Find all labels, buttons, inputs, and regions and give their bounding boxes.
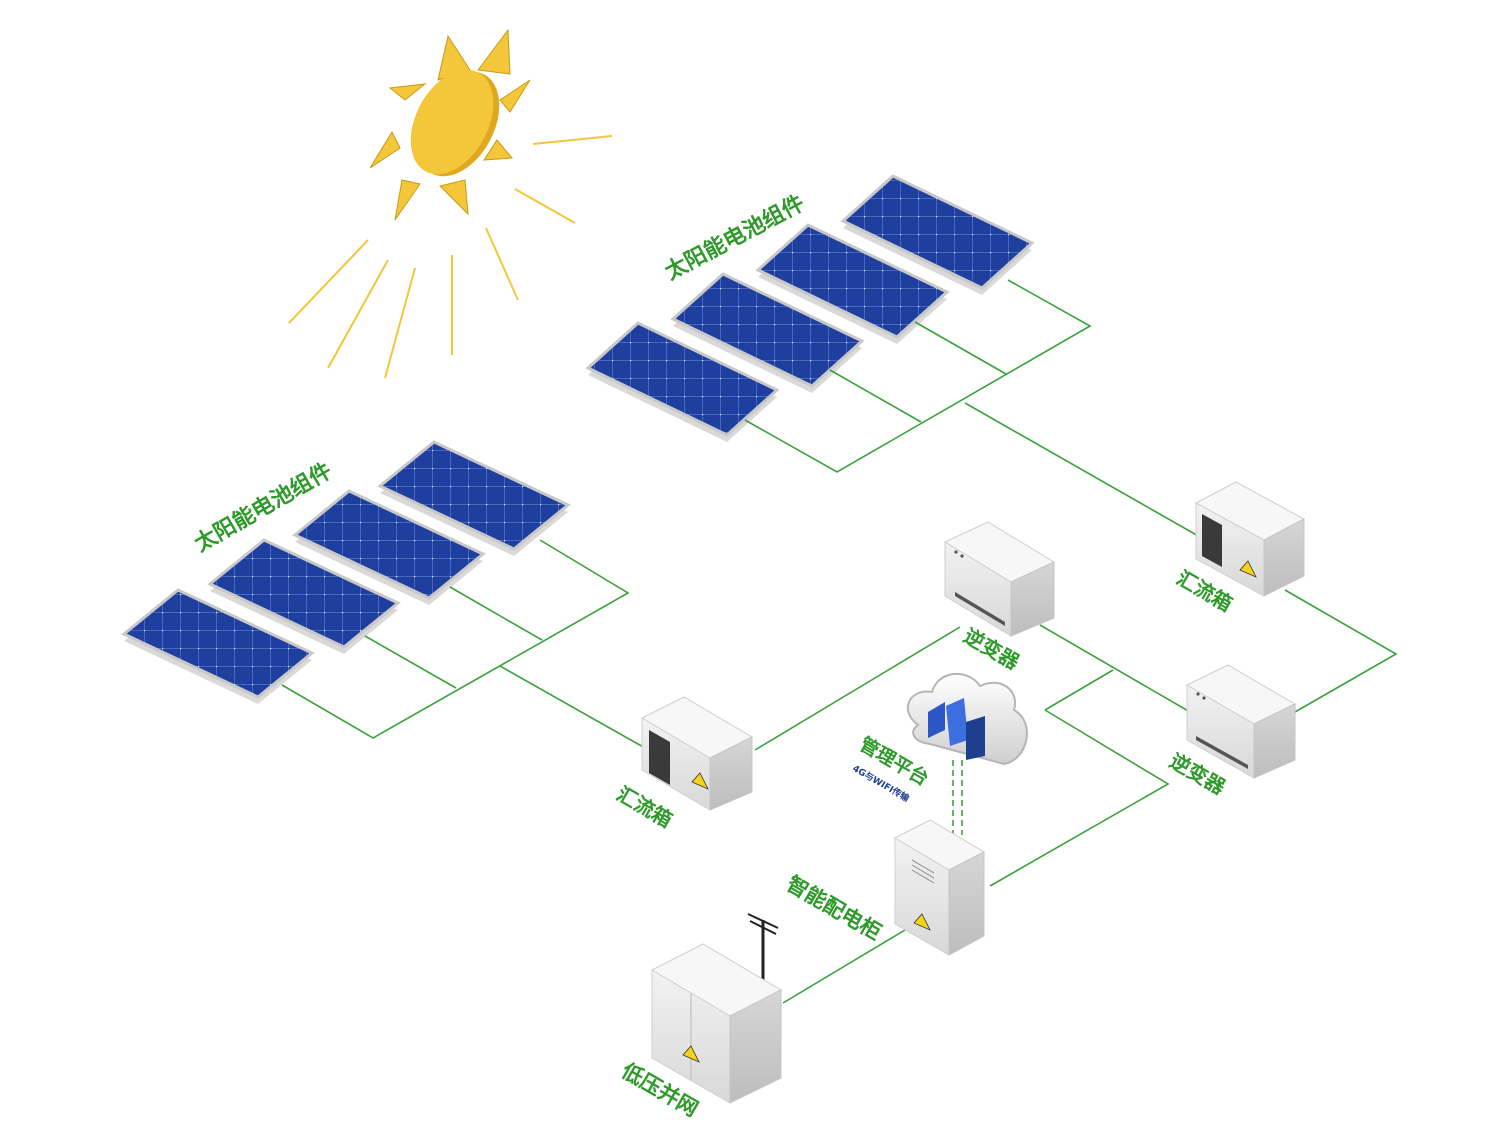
solar-array-2: 太阳能电池组件: [585, 174, 1035, 442]
solar-panel: [840, 174, 1035, 295]
solar-panel: [377, 440, 571, 556]
combiner-box-2: 汇流箱: [1173, 481, 1306, 616]
inverter-2: 逆变器: [1166, 664, 1297, 800]
smart-distribution-cabinet: 智能配电柜: [783, 819, 986, 956]
solar-panel: [670, 272, 865, 393]
solar-array-1: 太阳能电池组件: [121, 440, 571, 704]
solar-panel: [207, 538, 401, 654]
solar-panel: [585, 321, 780, 442]
combiner-box-1-label: 汇流箱: [613, 782, 677, 833]
power-pole-icon: [747, 913, 779, 985]
grid-connection: 低压并网: [617, 913, 783, 1121]
solar-panel: [755, 223, 950, 344]
solar-panel: [292, 489, 486, 605]
wiring: [281, 279, 1398, 1004]
solar-panel: [121, 588, 315, 704]
sun-icon: [288, 28, 613, 379]
cloud-platform-icon: 管理平台 4G与WIFI传输: [851, 672, 1028, 805]
inverter-1: 逆变器: [943, 521, 1056, 675]
smart-cabinet-label: 智能配电柜: [783, 872, 886, 945]
combiner-box-1: 汇流箱: [613, 696, 754, 833]
